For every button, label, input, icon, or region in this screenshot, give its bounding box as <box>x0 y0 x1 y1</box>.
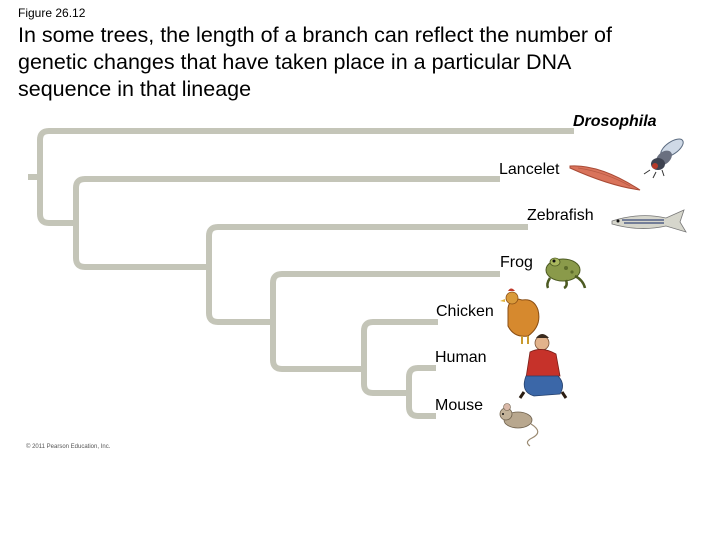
taxon-label-lancelet: Lancelet <box>499 161 560 178</box>
fly-icon <box>643 138 684 179</box>
taxon-label-frog: Frog <box>500 254 533 271</box>
lancelet-icon <box>569 165 641 191</box>
zebrafish-icon <box>611 209 687 233</box>
frog-icon <box>545 257 587 290</box>
taxon-label-zebrafish: Zebrafish <box>527 207 594 224</box>
chicken-icon <box>500 288 540 344</box>
branch-amniotes <box>270 322 364 372</box>
taxon-label-mouse: Mouse <box>435 397 484 414</box>
figure-title: In some trees, the length of a branch ca… <box>18 23 612 101</box>
figure-label: Figure 26.12 <box>18 6 86 20</box>
branch-frog <box>270 271 500 322</box>
branch-mammals <box>361 369 409 396</box>
taxon-label-chicken: Chicken <box>436 303 494 320</box>
branch-mouse <box>406 393 436 419</box>
mouse-icon <box>499 403 539 447</box>
taxon-label-drosophila: Drosophila <box>573 113 657 130</box>
branch-vertebrates <box>73 223 209 270</box>
branch-drosophila <box>37 128 574 177</box>
branch-zebrafish <box>206 224 528 267</box>
human-icon <box>518 334 568 399</box>
copyright-notice: © 2011 Pearson Education, Inc. <box>26 444 111 450</box>
branch-chicken <box>361 319 438 369</box>
branch-chordates <box>37 177 76 226</box>
branch-tetrapods <box>206 267 273 325</box>
branch-lancelet <box>73 176 500 223</box>
branch-human <box>406 365 436 393</box>
taxon-label-human: Human <box>435 349 487 366</box>
